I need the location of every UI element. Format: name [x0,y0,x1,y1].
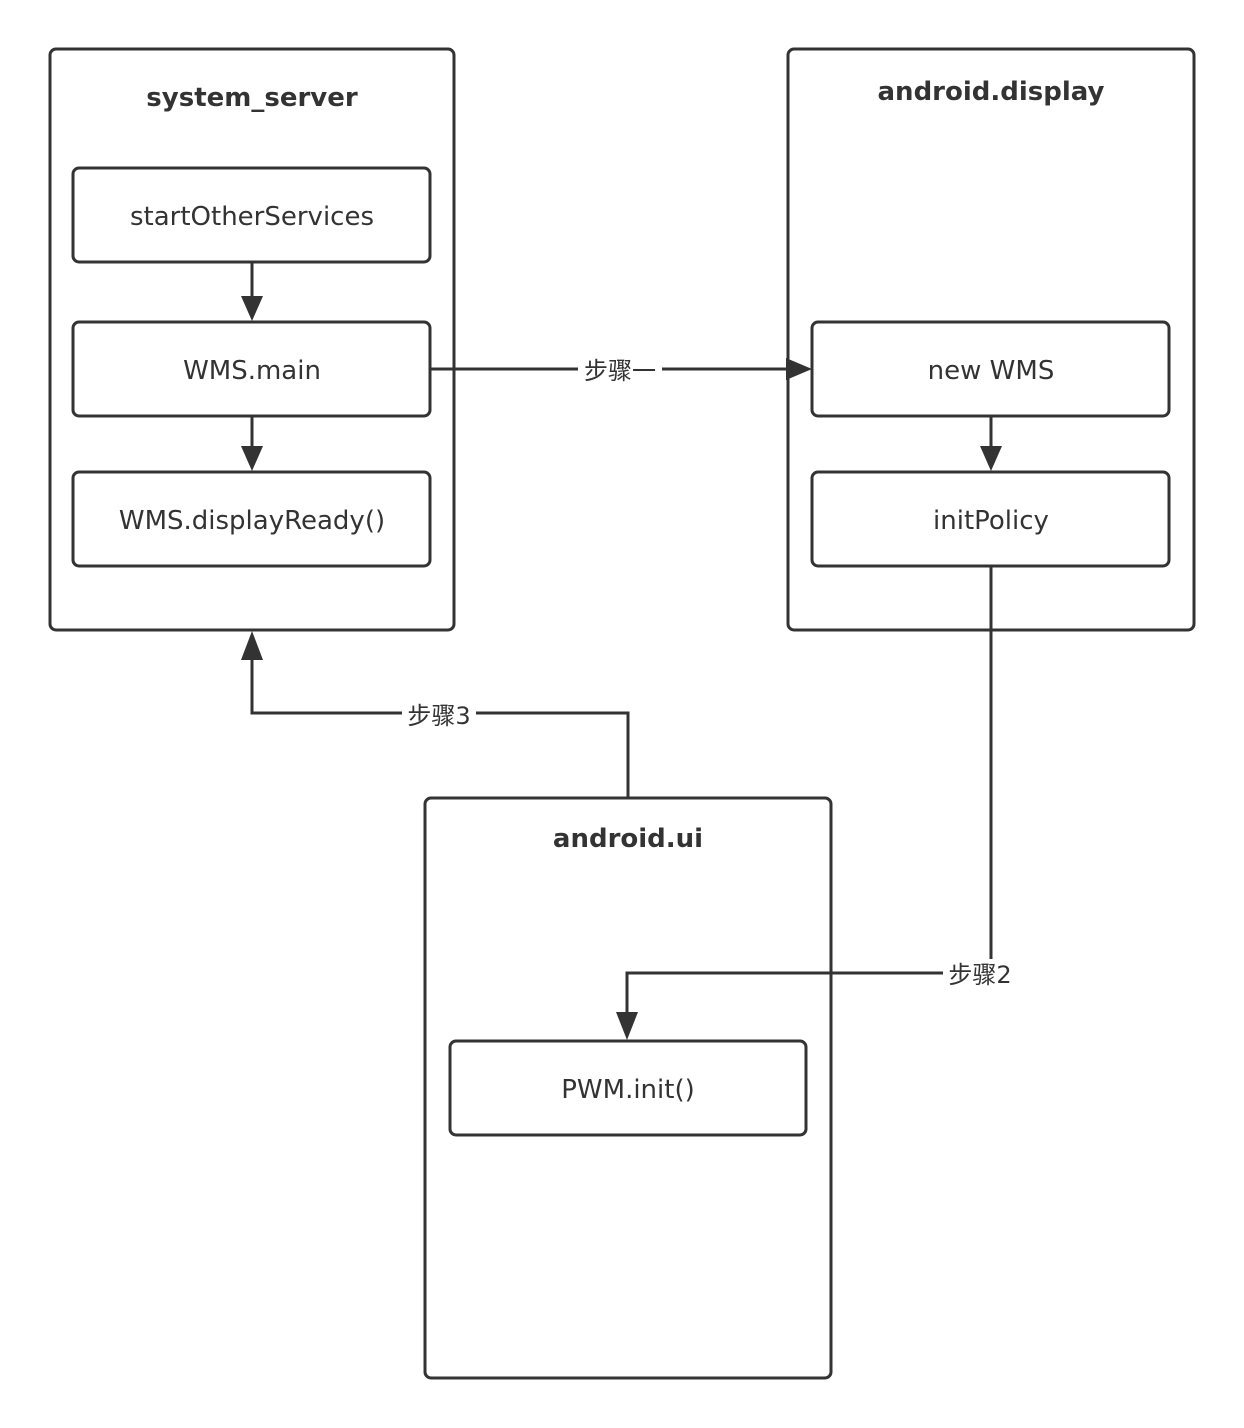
node-wms-display-ready: WMS.displayReady() [71,470,432,568]
node-start-other-services: startOtherServices [71,166,432,264]
pwm-init-label: PWM.init() [561,1075,695,1105]
arrow-down-icon [241,296,263,321]
wms-main-label: WMS.main [183,356,321,386]
edges: 步骤一 步骤2 步骤3 [241,263,1017,1040]
edge-step3: 步骤3 [241,631,630,798]
system-server-container: system_server [48,47,456,632]
edge-step2: 步骤2 [616,567,1017,1040]
arrow-down-icon [980,446,1002,471]
step1-label: 步骤一 [584,357,656,385]
arrow-down-icon [241,446,263,471]
arrow-right-icon [786,358,812,380]
node-pwm-init: PWM.init() [448,1039,808,1137]
arrow-down-icon [616,1012,638,1040]
edge-step1: 步骤一 [431,356,812,385]
edge-start-to-wms-main [241,263,263,321]
node-wms-main: WMS.main [71,320,432,418]
edge-new-wms-to-init-policy [980,416,1002,471]
wms-display-ready-label: WMS.displayReady() [119,506,385,536]
system-server-frame [48,47,456,632]
edge-wms-main-to-display-ready [241,416,263,471]
init-policy-label: initPolicy [933,506,1049,536]
step2-label: 步骤2 [948,961,1011,989]
android-display-title: android.display [878,77,1105,107]
system-server-title: system_server [146,83,358,113]
node-new-wms: new WMS [810,320,1171,418]
new-wms-label: new WMS [928,356,1055,386]
arrow-up-icon [241,631,263,660]
android-ui-title: android.ui [553,824,703,854]
step3-label: 步骤3 [407,702,470,730]
nodes: startOtherServices WMS.main WMS.displayR… [71,166,1171,1137]
node-init-policy: initPolicy [810,470,1171,568]
android-ui-container: android.ui [423,796,833,1380]
start-other-services-label: startOtherServices [130,202,374,232]
